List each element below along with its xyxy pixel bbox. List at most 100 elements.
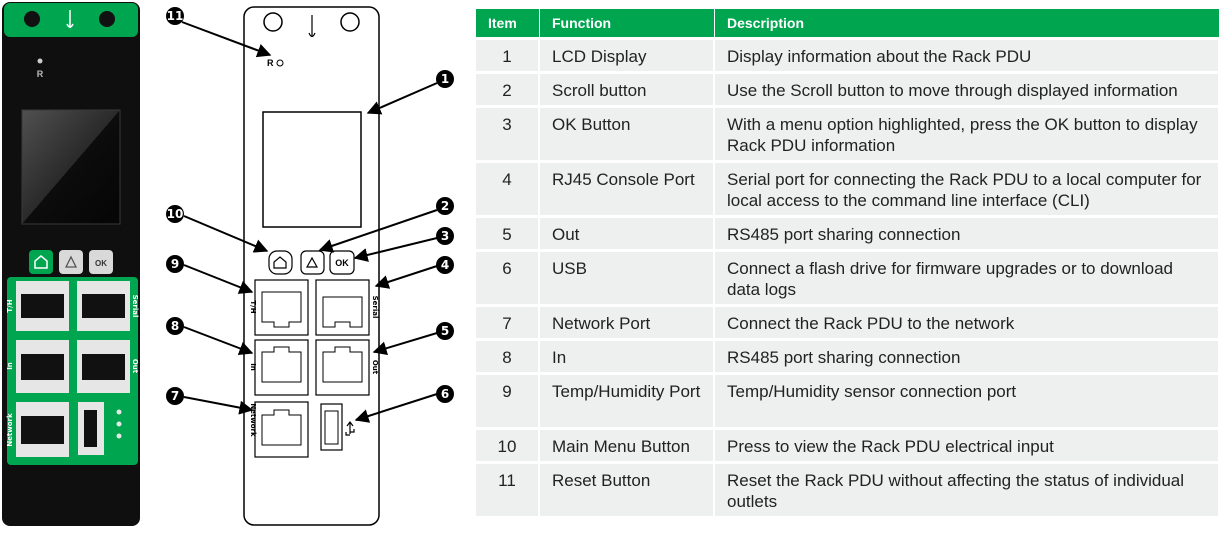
- callout-number-1: 1: [441, 72, 449, 86]
- photo-serial-jack: [82, 294, 125, 318]
- photo-usb-slot: [84, 410, 97, 447]
- callout-badge-9: 9: [166, 255, 184, 273]
- callout-badge-10: 10: [166, 205, 184, 223]
- diagram-mount-hole-left: [263, 12, 283, 32]
- cell-item: 6: [476, 252, 540, 304]
- diagram-serial-label: Serial: [371, 296, 379, 319]
- table-row: 2 Scroll button Use the Scroll button to…: [476, 74, 1220, 105]
- leader-4: [374, 265, 438, 289]
- cell-description: Connect a flash drive for firmware upgra…: [715, 252, 1220, 304]
- cell-function: Scroll button: [540, 74, 715, 105]
- lcd-display: [21, 109, 121, 225]
- cell-description: Reset the Rack PDU without affecting the…: [715, 464, 1220, 516]
- leader-9: [183, 264, 254, 294]
- scroll-button[interactable]: [59, 250, 83, 274]
- table-row: 9 Temp/Humidity Port Temp/Humidity senso…: [476, 375, 1220, 427]
- callout-number-9: 9: [171, 257, 179, 271]
- header-item: Item: [476, 9, 540, 37]
- cell-description: RS485 port sharing connection: [715, 341, 1220, 372]
- callout-number-5: 5: [441, 324, 449, 338]
- cell-description: With a menu option highlighted, press th…: [715, 108, 1220, 160]
- diagram-usb-slot: [324, 410, 339, 445]
- cell-item: 9: [476, 375, 540, 427]
- diagram-cable-clip-icon: [308, 15, 316, 38]
- cell-function: RJ45 Console Port: [540, 163, 715, 215]
- diagram-mount-hole-right: [340, 12, 360, 32]
- callout-badge-3: 3: [436, 227, 454, 245]
- leader-2: [318, 209, 438, 253]
- cell-function: LCD Display: [540, 40, 715, 71]
- cell-description: RS485 port sharing connection: [715, 218, 1220, 249]
- table-row: 11 Reset Button Reset the Rack PDU witho…: [476, 464, 1220, 516]
- diagram-serial-jack: [322, 296, 363, 328]
- callout-badge-2: 2: [436, 197, 454, 215]
- callout-number-6: 6: [441, 387, 449, 401]
- cell-function: USB: [540, 252, 715, 304]
- leader-6: [354, 393, 438, 423]
- ok-button[interactable]: [89, 250, 113, 274]
- reset-button[interactable]: [37, 58, 43, 64]
- callout-leader-lines: [181, 21, 438, 423]
- diagram-reset-label: R: [267, 58, 274, 68]
- photo-network-jack: [21, 416, 64, 444]
- callout-badge-11: 11: [166, 7, 184, 25]
- cell-item: 4: [476, 163, 540, 215]
- diagram-out-port[interactable]: [315, 339, 370, 396]
- photo-in-label: In: [6, 362, 14, 370]
- diagram-th-jack: [261, 291, 302, 328]
- callout-number-3: 3: [441, 229, 449, 243]
- diagram-out-label: Out: [371, 360, 379, 375]
- photo-in-jack: [21, 354, 64, 380]
- diagram-home-icon: [273, 256, 287, 269]
- diagram-in-label: In: [249, 363, 257, 371]
- photo-out-jack: [82, 354, 125, 380]
- table-row: 1 LCD Display Display information about …: [476, 40, 1220, 71]
- cell-item: 2: [476, 74, 540, 105]
- diagram-in-port[interactable]: [254, 339, 309, 396]
- function-table: Item Function Description 1 LCD Display …: [476, 6, 1220, 519]
- leader-5: [372, 332, 438, 356]
- leader-11: [181, 21, 272, 58]
- leader-7: [183, 396, 254, 415]
- pdu-line-diagram: R OK T/H Serial In Out Network 11 1 2 10…: [166, 6, 454, 526]
- cell-function: In: [540, 341, 715, 372]
- table-header-row: Item Function Description: [476, 9, 1220, 37]
- pdu-body-lower: [7, 467, 138, 522]
- diagram-scroll-icon: [305, 256, 319, 268]
- cell-description: Serial port for connecting the Rack PDU …: [715, 163, 1220, 215]
- diagram-reset-button[interactable]: [276, 59, 284, 67]
- leader-10: [183, 215, 269, 253]
- diagram-ok-label: OK: [335, 258, 349, 268]
- diagram-scroll-button[interactable]: [300, 250, 325, 275]
- table-row: 8 In RS485 port sharing connection: [476, 341, 1220, 372]
- header-description: Description: [715, 9, 1220, 37]
- photo-serial-label: Serial: [131, 295, 139, 318]
- cell-function: Reset Button: [540, 464, 715, 516]
- usb-symbol-icon: [345, 421, 355, 436]
- cell-function: OK Button: [540, 108, 715, 160]
- table-row: 3 OK Button With a menu option highlight…: [476, 108, 1220, 160]
- diagram-th-port[interactable]: [254, 279, 309, 336]
- cell-function: Network Port: [540, 307, 715, 338]
- main-menu-button[interactable]: [29, 250, 53, 274]
- leader-8: [183, 326, 254, 356]
- photo-th-label: T/H: [6, 299, 14, 312]
- diagram-ok-button[interactable]: [329, 250, 355, 275]
- diagram-main-menu-button[interactable]: [268, 250, 293, 275]
- cell-item: 8: [476, 341, 540, 372]
- callout-number-4: 4: [441, 258, 449, 272]
- ok-label: OK: [95, 259, 107, 268]
- mount-hole-left: [24, 11, 40, 27]
- diagram-network-port[interactable]: [254, 401, 309, 458]
- callout-badge-7: 7: [166, 387, 184, 405]
- table-row: 4 RJ45 Console Port Serial port for conn…: [476, 163, 1220, 215]
- leader-1: [366, 82, 438, 115]
- home-icon: [34, 255, 48, 269]
- callout-number-2: 2: [441, 199, 449, 213]
- diagram-serial-port[interactable]: [315, 279, 370, 336]
- photo-th-jack: [21, 294, 64, 318]
- leader-3: [353, 237, 438, 262]
- callout-badge-4: 4: [436, 256, 454, 274]
- callout-badge-5: 5: [436, 322, 454, 340]
- cell-function: Out: [540, 218, 715, 249]
